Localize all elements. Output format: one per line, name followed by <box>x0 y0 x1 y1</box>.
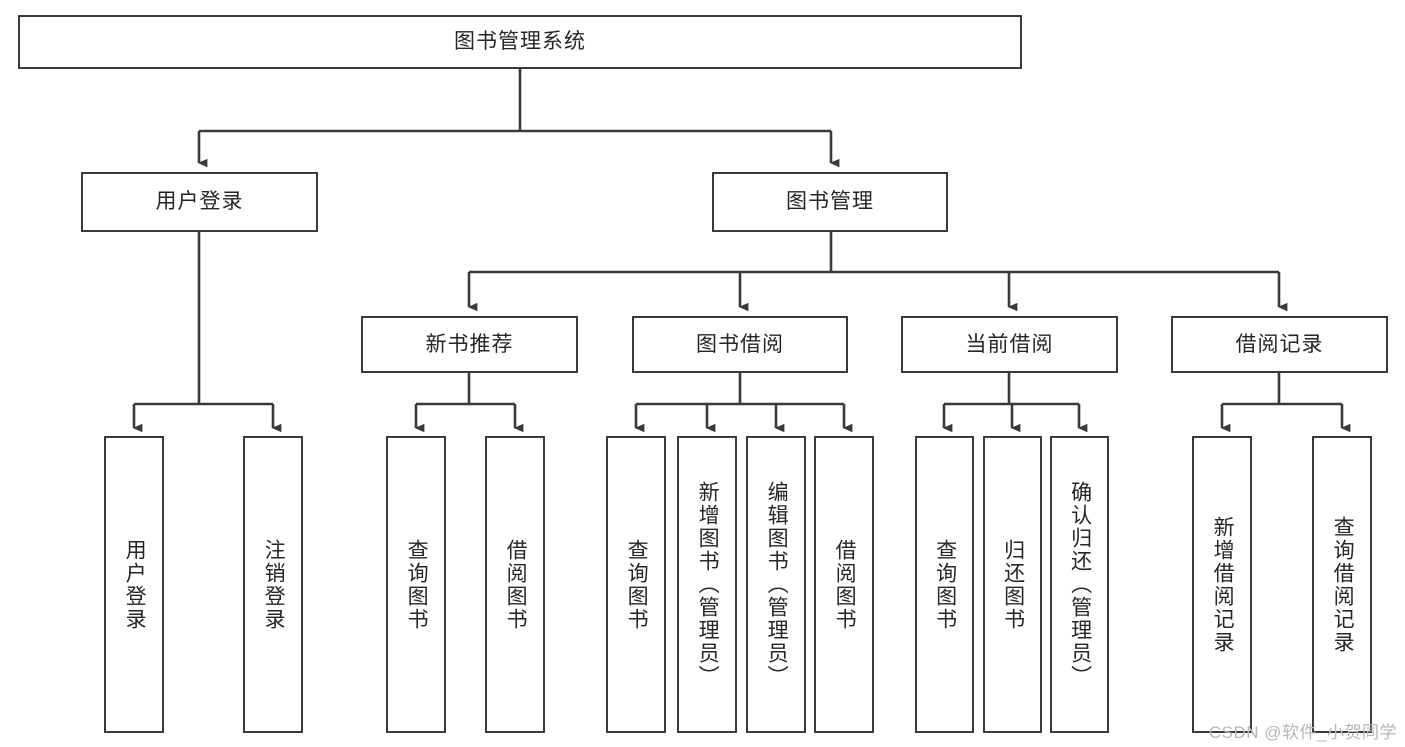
node-leaf-edit-book-admin[interactable]: 编辑图书（管理员） <box>746 436 806 733</box>
node-leaf-query-book-rec[interactable]: 查询图书 <box>386 436 446 733</box>
node-leaf-borrow-book-label: 借阅图书 <box>833 538 857 631</box>
node-leaf-query-book-rec-label: 查询图书 <box>405 538 429 631</box>
node-leaf-confirm-return-admin-label: 确认归还（管理员） <box>1068 481 1092 688</box>
node-leaf-query-book-borrow[interactable]: 查询图书 <box>606 436 666 733</box>
node-leaf-add-borrow-record-label: 新增借阅记录 <box>1211 515 1235 654</box>
node-current-borrow-label: 当前借阅 <box>965 332 1054 356</box>
node-leaf-query-book-borrow-label: 查询图书 <box>625 538 649 631</box>
node-leaf-query-borrow-record-label: 查询借阅记录 <box>1331 515 1355 654</box>
node-leaf-query-borrow-record[interactable]: 查询借阅记录 <box>1312 436 1372 733</box>
node-leaf-borrow-book[interactable]: 借阅图书 <box>814 436 874 733</box>
node-book-borrow-label: 图书借阅 <box>696 332 784 356</box>
node-leaf-add-borrow-record[interactable]: 新增借阅记录 <box>1192 436 1252 733</box>
node-leaf-logout[interactable]: 注销登录 <box>243 436 303 733</box>
node-leaf-query-book-current[interactable]: 查询图书 <box>915 436 974 733</box>
node-root-label: 图书管理系统 <box>454 30 586 54</box>
node-leaf-logout-label: 注销登录 <box>262 538 286 631</box>
node-borrow-record[interactable]: 借阅记录 <box>1171 316 1388 373</box>
node-leaf-confirm-return-admin[interactable]: 确认归还（管理员） <box>1050 436 1109 733</box>
node-leaf-borrow-book-rec-label: 借阅图书 <box>504 538 528 631</box>
node-book-management[interactable]: 图书管理 <box>712 172 948 232</box>
node-current-borrow[interactable]: 当前借阅 <box>901 316 1118 373</box>
node-leaf-return-book-label: 归还图书 <box>1001 538 1025 631</box>
node-leaf-add-book-admin-label: 新增图书（管理员） <box>696 481 720 688</box>
node-user-login-label: 用户登录 <box>155 190 244 214</box>
node-leaf-return-book[interactable]: 归还图书 <box>983 436 1042 733</box>
node-new-book-recommend[interactable]: 新书推荐 <box>361 316 578 373</box>
node-new-book-recommend-label: 新书推荐 <box>425 332 514 356</box>
node-leaf-user-login-label: 用户登录 <box>123 538 147 631</box>
node-leaf-user-login[interactable]: 用户登录 <box>104 436 164 733</box>
node-leaf-edit-book-admin-label: 编辑图书（管理员） <box>765 481 789 688</box>
node-book-management-label: 图书管理 <box>786 190 874 214</box>
node-book-borrow[interactable]: 图书借阅 <box>632 316 848 373</box>
node-leaf-add-book-admin[interactable]: 新增图书（管理员） <box>677 436 737 733</box>
node-leaf-query-book-current-label: 查询图书 <box>933 538 957 631</box>
node-root[interactable]: 图书管理系统 <box>18 15 1022 69</box>
node-borrow-record-label: 借阅记录 <box>1235 332 1324 356</box>
node-user-login[interactable]: 用户登录 <box>81 172 318 232</box>
watermark: CSDN @软件_小贺同学 <box>1208 723 1397 742</box>
node-leaf-borrow-book-rec[interactable]: 借阅图书 <box>485 436 545 733</box>
